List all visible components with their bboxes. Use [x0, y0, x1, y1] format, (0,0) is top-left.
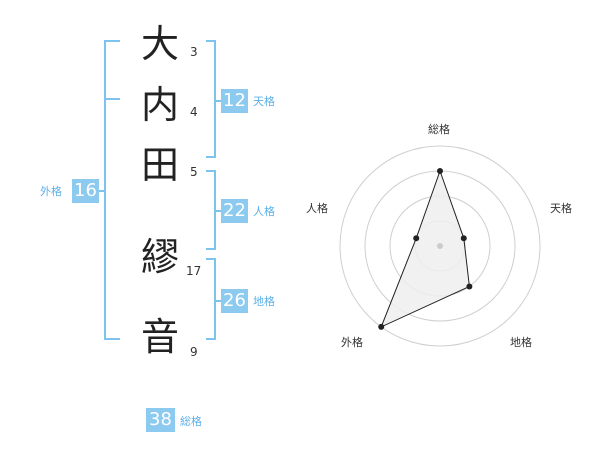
gaikaku-value-badge: 16	[72, 179, 99, 203]
tenkaku-label: 天格	[253, 95, 275, 108]
jinkaku-value-badge: 22	[221, 199, 248, 223]
stroke-count-4: 17	[186, 264, 202, 278]
chikaku-label: 地格	[253, 295, 275, 308]
radar-label-chikaku: 地格	[510, 336, 532, 349]
stroke-count-5: 9	[190, 345, 198, 359]
chikaku-connector	[215, 300, 221, 302]
radar-point-4	[378, 323, 385, 330]
soukaku-value-badge: 38	[146, 408, 175, 432]
radar-data-polygon	[380, 169, 470, 328]
radar-center-dot	[437, 243, 443, 249]
radar-label-gaikaku: 外格	[341, 336, 363, 349]
radar-point-2	[460, 235, 467, 242]
chikaku-value-badge: 26	[221, 289, 248, 313]
name-char-2: 内	[140, 83, 179, 127]
jinkaku-connector	[215, 210, 221, 212]
tenkaku-bracket	[206, 40, 216, 158]
radar-point-3	[466, 283, 473, 290]
radar-point-5	[413, 235, 420, 242]
radar-label-soukaku: 総格	[428, 123, 450, 136]
chikaku-bracket	[206, 258, 216, 340]
radar-label-tenkaku: 天格	[550, 202, 572, 215]
name-char-4: 繆	[140, 235, 179, 279]
radar-point-1	[437, 168, 443, 174]
gaikaku-connector	[98, 190, 106, 192]
radar-label-jinkaku: 人格	[306, 202, 328, 215]
stroke-count-1: 3	[190, 45, 198, 59]
soukaku-label: 総格	[180, 415, 202, 428]
radar-ring-4	[339, 145, 541, 347]
stroke-count-2: 4	[190, 105, 198, 119]
name-char-5: 音	[140, 315, 179, 359]
gaikaku-label: 外格	[40, 185, 62, 198]
name-char-1: 大	[140, 22, 179, 66]
tenkaku-connector	[215, 100, 221, 102]
jinkaku-label: 人格	[253, 205, 275, 218]
name-char-3: 田	[140, 143, 179, 187]
tenkaku-value-badge: 12	[221, 89, 248, 113]
gaikaku-bracket-divider	[104, 98, 120, 100]
stroke-count-3: 5	[190, 165, 198, 179]
